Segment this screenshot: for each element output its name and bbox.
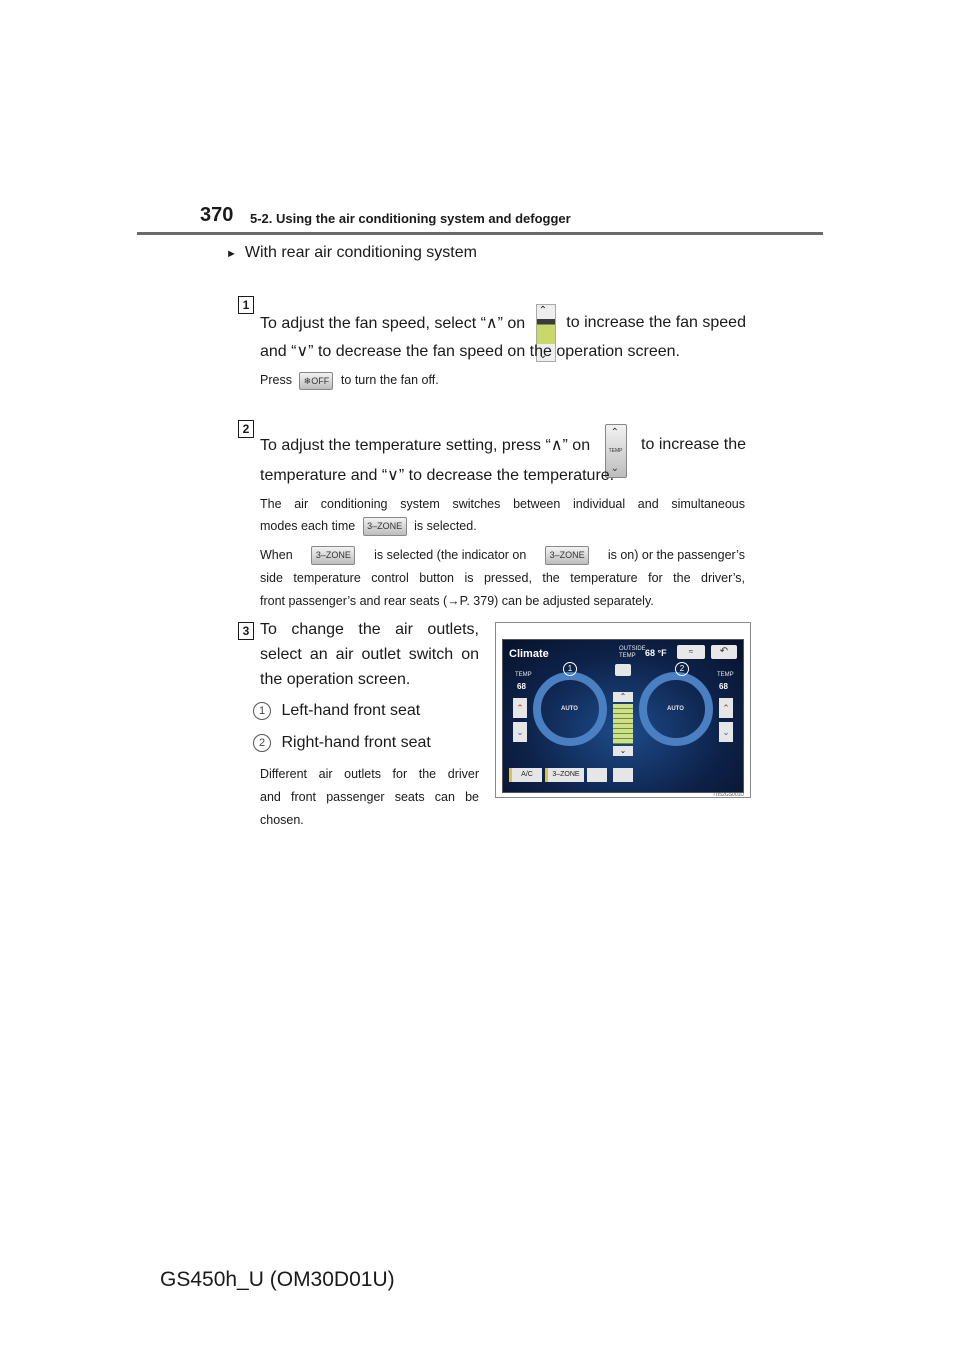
right-temp-up-icon: ⌃ xyxy=(719,698,733,718)
climate-screen: Climate OUTSIDE TEMP 68 °F ≈ ↶ TEMP 68 T… xyxy=(502,639,744,793)
step-1-text-a: To adjust the fan speed, select “∧” on xyxy=(260,315,526,332)
right-temp-down-icon: ⌄ xyxy=(719,722,733,742)
header-rule xyxy=(137,232,823,235)
footer-model-code: GS450h_U (OM30D01U) xyxy=(160,1268,395,1291)
intro-heading: ► With rear air conditioning system xyxy=(226,244,477,262)
callout-number-1: 1 xyxy=(253,702,271,720)
outside-temp-label-1: OUTSIDE xyxy=(619,646,646,652)
step-number-1: 1 xyxy=(238,296,254,314)
step-2-note-2-text-b: is selected (the indicator on xyxy=(374,548,527,562)
step-2-text-b: to increase the xyxy=(641,436,746,453)
triangle-right-icon: ► xyxy=(226,248,237,260)
fan-off-button-image: ❄OFF xyxy=(299,371,334,390)
step-1-note-b: to turn the fan off. xyxy=(340,373,439,387)
step-1-line-2: and “∨” to decrease the fan speed on the… xyxy=(260,343,680,360)
page-number: 370 xyxy=(200,204,234,226)
step-3-line-3: the operation screen. xyxy=(260,671,411,688)
rear-defog-icon xyxy=(613,768,633,782)
ac-button: A/C xyxy=(509,768,542,782)
step-3-note-line-2: and front passenger seats can be xyxy=(260,790,479,804)
fan-speed-control-icon: ⌃ ⌄ xyxy=(535,304,556,362)
temp-button-label: TEMP xyxy=(608,448,623,454)
step-number-3: 3 xyxy=(238,622,254,640)
step-2-note-2-line-2: side temperature control button is press… xyxy=(260,571,745,585)
recirculation-icon xyxy=(587,768,607,782)
fan-up-icon: ⌃ xyxy=(613,692,633,702)
left-temp-down-icon: ⌄ xyxy=(513,722,527,742)
defog-icon xyxy=(615,664,631,676)
step-3-note-line-1: Different air outlets for the driver xyxy=(260,767,479,781)
callout-label-1: Left-hand front seat xyxy=(281,702,421,720)
callout-marker-1: 1 xyxy=(563,662,577,676)
step-1-note: Press ❄OFF to turn the fan off. xyxy=(260,369,439,391)
fan-down-icon: ⌄ xyxy=(613,746,633,756)
step-1-text-b: to increase the fan speed xyxy=(566,314,746,331)
step-1-note-a: Press xyxy=(260,373,292,387)
three-zone-button-image: 3–ZONE xyxy=(311,545,356,565)
fan-speed-bars-icon xyxy=(613,704,633,744)
section-title: 5-2. Using the air conditioning system a… xyxy=(250,211,571,226)
outside-temp-label-2: TEMP xyxy=(619,653,636,659)
climate-screen-illustration: Climate OUTSIDE TEMP 68 °F ≈ ↶ TEMP 68 T… xyxy=(495,622,751,798)
callout-label-2: Right-hand front seat xyxy=(281,734,431,752)
step-2-note-1-line-2: modes each time 3–ZONE is selected. xyxy=(260,515,477,537)
step-2-note-1-text-b: is selected. xyxy=(414,519,477,533)
step-2-note-1-text-a: modes each time xyxy=(260,519,356,533)
three-zone-button-image: 3–ZONE xyxy=(362,517,407,537)
step-1-line-1: To adjust the fan speed, select “∧” on ⌃… xyxy=(260,294,746,362)
step-number-2: 2 xyxy=(238,420,254,438)
right-mode-label: AUTO xyxy=(667,706,684,712)
left-mode-label: AUTO xyxy=(561,706,578,712)
step-2-text-a: To adjust the temperature setting, press… xyxy=(260,437,591,454)
step-2-line-1: To adjust the temperature setting, press… xyxy=(260,418,746,478)
step-3-line-1: To change the air outlets, xyxy=(260,621,479,638)
callout-marker-2: 2 xyxy=(675,662,689,676)
step-2-note-2-line-1: When 3–ZONE is selected (the indicator o… xyxy=(260,544,745,566)
three-zone-indicator-image: 3–ZONE xyxy=(545,545,590,565)
callout-item-2: 2 Right-hand front seat xyxy=(253,734,431,752)
left-temp-value: 68 xyxy=(517,682,526,691)
right-temp-value: 68 xyxy=(719,682,728,691)
intro-heading-text: With rear air conditioning system xyxy=(244,244,477,261)
right-outlet-ring-icon xyxy=(639,672,713,746)
step-2-note-2-text-c: is on) or the passenger’s xyxy=(607,548,745,562)
screen-title: Climate xyxy=(509,648,549,660)
left-temp-label: TEMP xyxy=(515,672,532,678)
step-3-note-line-3: chosen. xyxy=(260,813,304,827)
figure-code: ITI52GS001U xyxy=(713,792,744,798)
step-2-line-2: temperature and “∨” to decrease the temp… xyxy=(260,467,615,484)
left-temp-up-icon: ⌃ xyxy=(513,698,527,718)
right-temp-label: TEMP xyxy=(717,672,734,678)
left-outlet-ring-icon xyxy=(533,672,607,746)
step-2-note-2-text-a: When xyxy=(260,548,293,562)
back-icon: ↶ xyxy=(711,645,737,659)
step-3-line-2: select an air outlet switch on xyxy=(260,646,479,663)
three-zone-screen-button: 3–ZONE xyxy=(545,768,584,782)
outside-temp-value: 68 °F xyxy=(645,648,667,658)
temp-control-button-image: ⌃ TEMP ⌄ xyxy=(604,424,627,478)
callout-number-2: 2 xyxy=(253,734,271,752)
step-2-note-2-line-3: front passenger’s and rear seats (→P. 37… xyxy=(260,594,654,608)
step-2-note-1-line-1: The air conditioning system switches bet… xyxy=(260,497,745,511)
air-flow-icon: ≈ xyxy=(677,645,705,659)
callout-item-1: 1 Left-hand front seat xyxy=(253,702,420,720)
